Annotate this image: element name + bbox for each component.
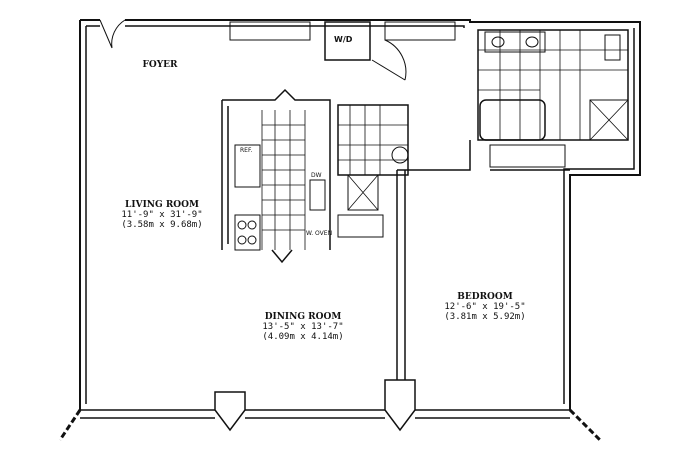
bedroom-label: BEDROOM 12'-6" x 19'-5" (3.81m x 5.92m) (444, 292, 525, 322)
room-name: LIVING ROOM (125, 200, 199, 210)
closet-2 (384, 21, 456, 41)
exterior-wall-inner (85, 25, 635, 404)
refrigerator-label: REF. (240, 147, 253, 154)
room-dims-metric: (4.09m x 4.14m) (262, 332, 344, 342)
closet-door (371, 39, 407, 81)
kitchen-walls (221, 88, 331, 250)
vanity (484, 31, 546, 53)
washer-dryer-label: W/D (334, 35, 353, 44)
dining-room-label: DINING ROOM 13'-5" x 13'-7" (4.09m x 4.1… (262, 312, 343, 342)
master-bath (477, 29, 629, 141)
wd-closet (324, 21, 371, 61)
bay-left (214, 391, 246, 432)
room-dims-metric: (3.58m x 9.68m) (121, 220, 203, 230)
living-room-label: LIVING ROOM 11'-9" x 31'-9" (3.58m x 9.6… (121, 200, 202, 230)
room-name: DINING ROOM (264, 312, 342, 322)
entry-door (99, 19, 126, 49)
bedroom-closet (489, 144, 566, 168)
room-dims-imperial: 11'-9" x 31'-9" (121, 210, 203, 220)
exterior-wall (79, 19, 641, 410)
closet-1 (229, 21, 311, 41)
room-dims-imperial: 13'-5" x 13'-7" (262, 322, 344, 332)
bath-toilet (604, 34, 621, 61)
room-name: FOYER (142, 60, 178, 70)
bedroom-wall (396, 140, 570, 380)
refrigerator (234, 144, 261, 188)
closet-3 (337, 214, 384, 238)
window-wall (80, 409, 570, 419)
room-dims-metric: (3.81m x 5.92m) (444, 312, 526, 322)
bath-shower (589, 99, 629, 141)
room-dims-imperial: 12'-6" x 19'-5" (444, 302, 526, 312)
shower (347, 174, 379, 211)
foyer-label: FOYER (143, 60, 178, 70)
powder-room (337, 104, 409, 176)
corner-diag (58, 408, 602, 442)
kitchen-door (271, 249, 293, 264)
sink (309, 179, 326, 211)
dishwasher-label: DW (311, 172, 322, 179)
wall-oven-label: W. OVEN (306, 230, 333, 237)
toilet (391, 146, 409, 164)
bay-right (384, 379, 416, 432)
range (234, 214, 261, 251)
room-name: BEDROOM (457, 292, 513, 302)
bathtub (479, 99, 546, 141)
